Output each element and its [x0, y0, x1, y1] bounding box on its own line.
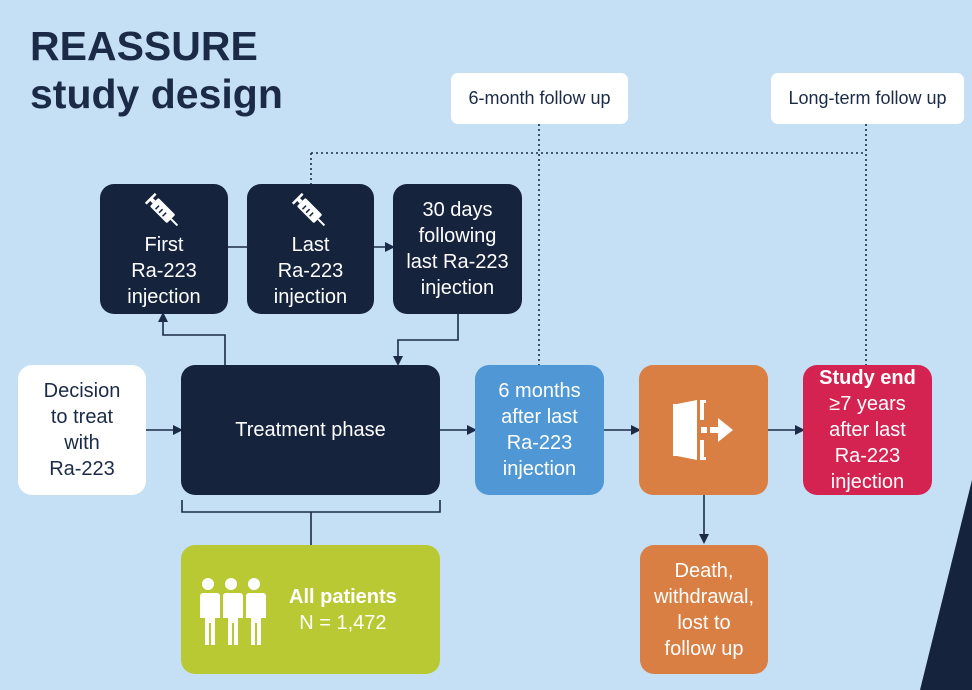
arrow-thirty-to-treatment — [393, 314, 459, 366]
six-month-followup-label: 6-month follow up — [451, 73, 628, 124]
six-months-box: 6 months after last Ra-223 injection — [475, 365, 604, 495]
first-injection-box: First Ra-223 injection — [100, 184, 228, 314]
exit-box — [639, 365, 768, 495]
treatment-phase-box: Treatment phase — [181, 365, 440, 495]
title-line-1: REASSURE — [30, 23, 258, 69]
all-patients-box: All patients N = 1,472 — [181, 545, 440, 674]
syringe-icon — [144, 192, 179, 227]
exit-door-icon — [672, 400, 733, 460]
syringe-icon — [291, 192, 325, 227]
study-end-box: Study end ≥7 years after last Ra-223 inj… — [803, 365, 932, 495]
thirty-days-box: 30 days following last Ra-223 injection — [393, 184, 522, 314]
people-group-icon — [199, 577, 266, 645]
patients-text: All patients N = 1,472 — [289, 585, 397, 634]
title-line-2: study design — [30, 71, 283, 117]
dotted-link-top — [310, 152, 866, 184]
last-injection-box: Last Ra-223 injection — [247, 184, 374, 314]
page-title: REASSURE study design — [30, 22, 283, 118]
death-withdrawal-box: Death, withdrawal, lost to follow up — [640, 545, 768, 674]
long-term-followup-label: Long-term follow up — [771, 73, 964, 124]
bracket-treatment — [181, 500, 441, 545]
decision-box: Decision to treat with Ra-223 — [18, 365, 146, 495]
arrow-treatment-to-first — [158, 312, 226, 365]
